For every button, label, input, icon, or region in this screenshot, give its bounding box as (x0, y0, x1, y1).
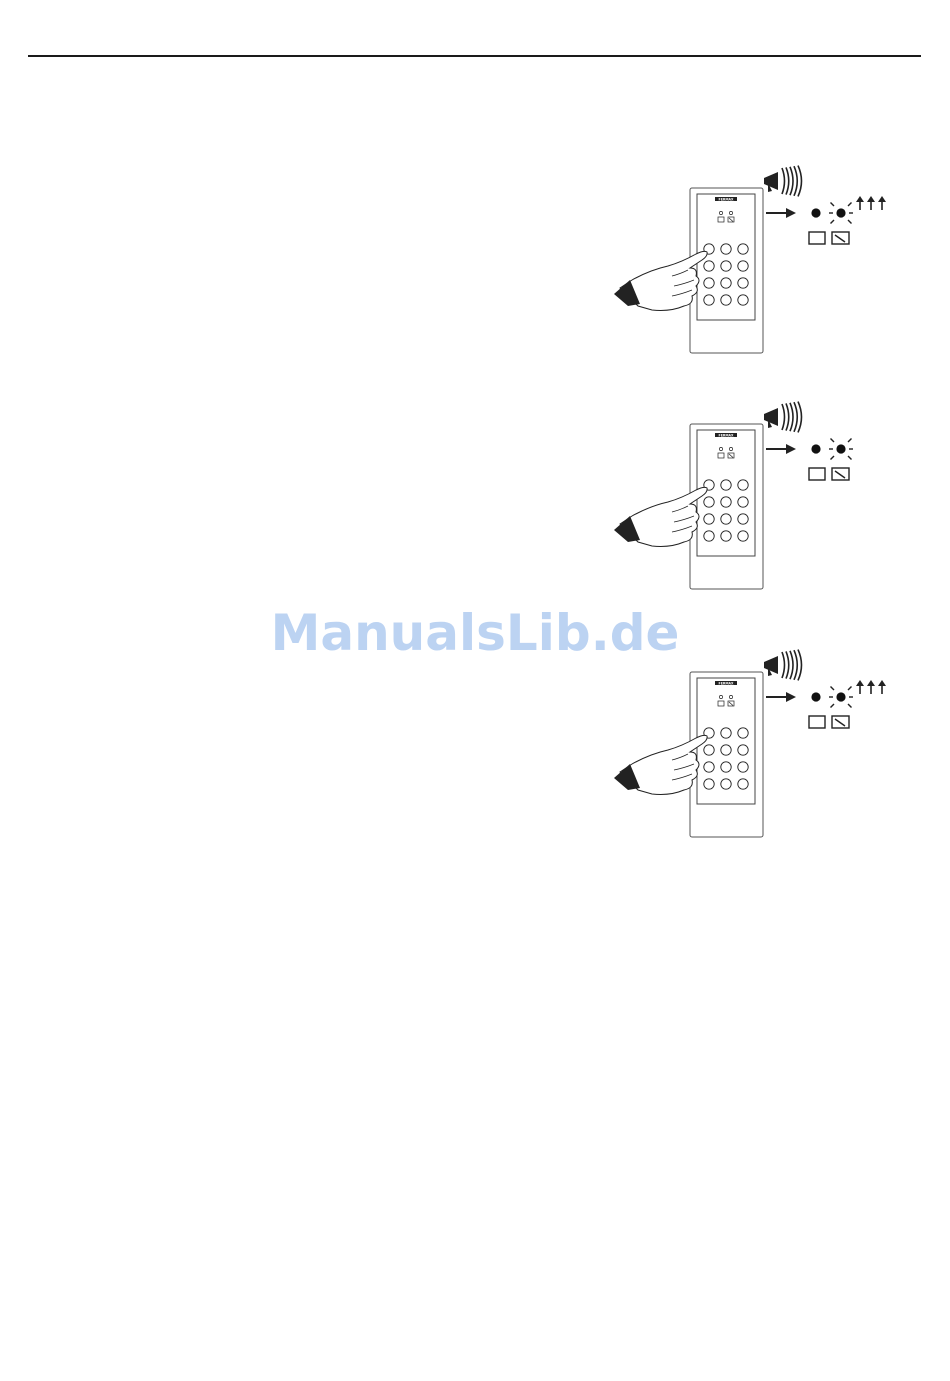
led-blinking-icon (829, 687, 853, 708)
keypad-key (704, 295, 714, 305)
header-rule (28, 55, 921, 57)
door-panel: FERMAX (690, 672, 763, 837)
keypad-key (738, 762, 748, 772)
keypad-key (704, 531, 714, 541)
keypad-key (738, 779, 748, 789)
keypad-key (738, 295, 748, 305)
keypad-key (738, 497, 748, 507)
keypad-key (738, 531, 748, 541)
keypad-key (721, 497, 731, 507)
figure-svg: FERMAX (610, 394, 910, 594)
door-closed-icon (809, 468, 825, 480)
door-panel: FERMAX (690, 188, 763, 353)
door-closed-icon (809, 232, 825, 244)
speaker-icon (764, 402, 802, 433)
figure-step-3: FERMAX (610, 642, 910, 842)
figure-step-1: FERMAX (610, 158, 910, 358)
keypad-key (721, 728, 731, 738)
keypad-key (738, 514, 748, 524)
keypad-key (721, 261, 731, 271)
led-blinking-icon (829, 203, 853, 224)
led-on-icon (811, 208, 820, 217)
door-open-icon (832, 232, 849, 244)
led-on-icon (811, 692, 820, 701)
triple-up-arrows-icon (856, 196, 886, 210)
keypad-key (721, 278, 731, 288)
door-open-icon (832, 468, 849, 480)
keypad-key (704, 779, 714, 789)
keypad-key (721, 779, 731, 789)
keypad-key (721, 295, 731, 305)
keypad-key (721, 244, 731, 254)
brand-label: FERMAX (719, 433, 734, 437)
keypad-key (704, 762, 714, 772)
keypad-key (738, 745, 748, 755)
figure-svg: FERMAX (610, 642, 910, 842)
keypad-key (738, 244, 748, 254)
brand-label: FERMAX (719, 197, 734, 201)
keypad-key (704, 745, 714, 755)
keypad-key (738, 480, 748, 490)
speaker-icon (764, 650, 802, 681)
triple-up-arrows-icon (856, 680, 886, 694)
keypad-key (721, 514, 731, 524)
speaker-icon (764, 166, 802, 197)
keypad-key (721, 480, 731, 490)
door-panel: FERMAX (690, 424, 763, 589)
keypad-key (721, 745, 731, 755)
led-on-icon (811, 444, 820, 453)
door-open-icon (832, 716, 849, 728)
keypad-key (738, 728, 748, 738)
keypad-key (704, 278, 714, 288)
keypad-key (738, 278, 748, 288)
keypad-key (704, 261, 714, 271)
keypad-key (721, 531, 731, 541)
keypad-key (704, 514, 714, 524)
keypad-key (738, 261, 748, 271)
right-arrow-icon (766, 692, 796, 702)
figure-svg: FERMAX (610, 158, 910, 358)
right-arrow-icon (766, 208, 796, 218)
door-closed-icon (809, 716, 825, 728)
right-arrow-icon (766, 444, 796, 454)
brand-label: FERMAX (719, 681, 734, 685)
keypad-key (721, 762, 731, 772)
keypad-key (704, 497, 714, 507)
figure-step-2: FERMAX (610, 394, 910, 594)
led-blinking-icon (829, 439, 853, 460)
